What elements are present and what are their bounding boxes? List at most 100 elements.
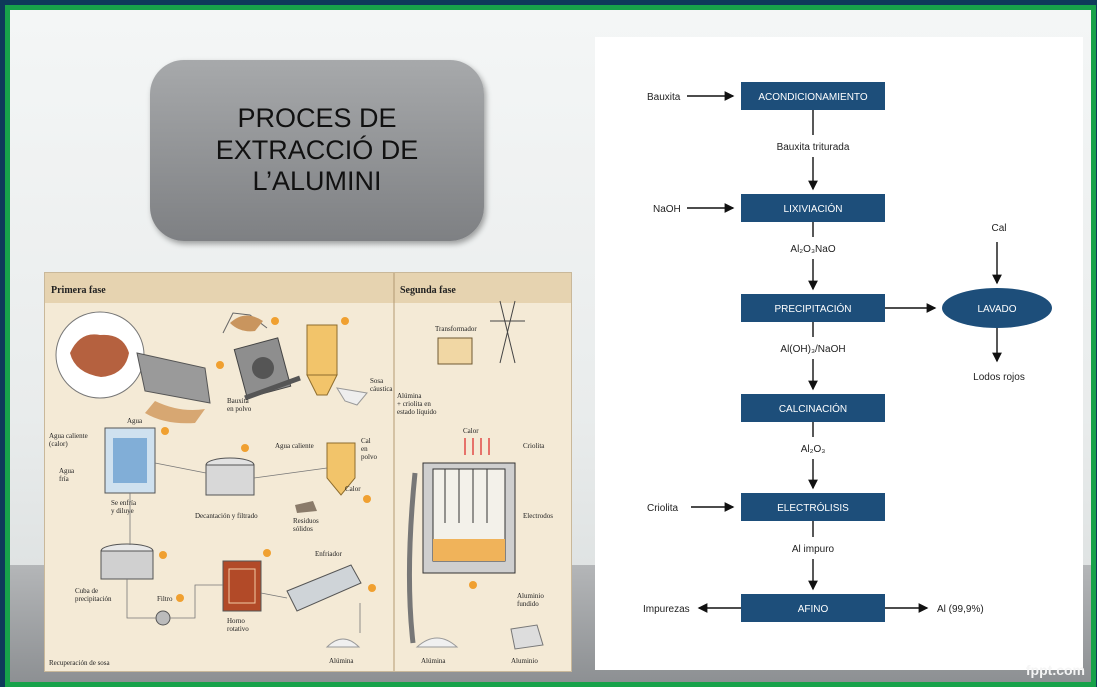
flow-step-6: AFINO xyxy=(741,594,885,622)
power-tower-icon xyxy=(490,300,525,364)
step-marker-5 xyxy=(241,444,249,452)
intermediate-al2o3: Al₂O₃ xyxy=(801,444,826,455)
step-label-afino: AFINO xyxy=(798,604,829,615)
step-label-lixiviacion: LIXIVIACIÓN xyxy=(784,202,843,215)
slide-frame: PROCES DE EXTRACCIÓ DE L’ALUMINI Primera… xyxy=(5,5,1096,687)
rotary-kiln-inner xyxy=(228,568,256,604)
alumina-pile-icon xyxy=(325,638,361,648)
step-marker-2 xyxy=(271,317,279,325)
step-label-electrolisis: ELECTRÓLISIS xyxy=(777,501,849,514)
intermediate-al-impuro: Al impuro xyxy=(792,544,835,555)
label-calor-2: Calor xyxy=(463,427,479,435)
label-alumina-1: Alúmina xyxy=(329,657,354,665)
step-marker-10 xyxy=(368,584,376,592)
label-alumina-2: Alúmina xyxy=(421,657,446,665)
bauxite-pile-icon xyxy=(145,401,205,424)
caustic-soda-pile-icon xyxy=(335,387,368,406)
step-box-acondicionamiento xyxy=(741,82,885,110)
slide-title: PROCES DE EXTRACCIÓ DE L’ALUMINI xyxy=(215,102,419,197)
cooler-icon xyxy=(286,564,362,612)
step-marker-3 xyxy=(341,317,349,325)
alumina-pile-2-icon xyxy=(415,637,459,648)
input-bauxita: Bauxita xyxy=(647,92,681,103)
label-recuperacion: Recuperación de sosa xyxy=(49,659,111,667)
phase1-label: Primera fase xyxy=(51,285,106,296)
flow-step-2: LIXIVIACIÓN xyxy=(741,194,885,222)
transformer-icon xyxy=(437,337,473,365)
label-decantacion: Decantación y filtrado xyxy=(195,512,258,520)
step-marker-9 xyxy=(263,549,271,557)
flow-step-5: ELECTRÓLISIS xyxy=(741,493,885,521)
title-box: PROCES DE EXTRACCIÓ DE L’ALUMINI xyxy=(150,60,484,241)
input-criolita: Criolita xyxy=(647,503,679,514)
step-marker-11 xyxy=(469,581,477,589)
label-criolita: Criolita xyxy=(523,442,545,450)
label-enfriador: Enfriador xyxy=(315,550,342,558)
step-marker-1 xyxy=(216,361,224,369)
step-marker-8 xyxy=(176,594,184,602)
decanter-icon xyxy=(205,464,255,496)
step-box-calcinacion xyxy=(741,394,885,422)
input-cal: Cal xyxy=(991,223,1006,234)
step-box-electrolisis xyxy=(741,493,885,521)
label-aluminio: Aluminio xyxy=(511,657,538,665)
flow-step-4: CALCINACIÓN xyxy=(741,394,885,422)
electrodes-icon xyxy=(444,469,488,523)
label-agua-caliente-calor: Agua caliente(calor) xyxy=(49,432,88,448)
intermediate-al2o3nao: Al₂O₃NaO xyxy=(790,244,835,255)
aluminium-ingot-icon xyxy=(510,624,544,650)
intermediate-bauxita-triturada: Bauxita triturada xyxy=(777,142,850,153)
flowchart-panel: ACONDICIONAMIENTO LIXIVIACIÓN PRECIPITAC… xyxy=(595,37,1083,670)
lime-tank-icon xyxy=(326,442,356,496)
label-agua: Agua xyxy=(127,417,143,425)
precipitation-tank-icon xyxy=(100,550,154,580)
watermark: fppt.com xyxy=(1025,662,1085,678)
step-box-lixiviacion xyxy=(741,194,885,222)
flow-step-3: PRECIPITACIÓN xyxy=(741,294,885,322)
residue-pile-icon xyxy=(295,501,317,513)
silo-icon xyxy=(306,324,338,376)
step-label-precipitacion: PRECIPITACIÓN xyxy=(774,302,851,315)
phase1-flow-lines xyxy=(126,462,361,633)
bauxite-rock-icon xyxy=(70,334,129,377)
ship-icon xyxy=(136,352,211,404)
intermediate-aloh3-naoh: Al(OH)₃/NaOH xyxy=(780,344,845,355)
heat-exchanger-coils xyxy=(113,438,147,483)
step-box-afino xyxy=(741,594,885,622)
label-agua-caliente: Agua caliente xyxy=(275,442,314,450)
flow-step-1: ACONDICIONAMIENTO xyxy=(741,82,885,110)
step-marker-6 xyxy=(363,495,371,503)
phase2-label: Segunda fase xyxy=(400,285,456,296)
phase-header-bar xyxy=(45,273,571,303)
step-label-calcinacion: CALCINACIÓN xyxy=(779,402,847,415)
step-box-precipitacion xyxy=(741,294,885,322)
label-calor: Calor xyxy=(345,485,361,493)
bauxite-pile-small-icon xyxy=(230,315,263,332)
flowchart-svg: ACONDICIONAMIENTO LIXIVIACIÓN PRECIPITAC… xyxy=(643,82,1052,622)
filter-icon xyxy=(155,610,171,626)
molten-aluminium xyxy=(433,539,505,561)
silo-cone-icon xyxy=(306,374,338,396)
heat-arrows-icon xyxy=(464,438,490,455)
label-electrodos: Electrodos xyxy=(523,512,553,520)
lavado-label: LAVADO xyxy=(977,304,1016,315)
lodos-rojos-label: Lodos rojos xyxy=(973,372,1025,383)
step-label-acondicionamiento: ACONDICIONAMIENTO xyxy=(758,92,867,103)
label-transformador: Transformador xyxy=(435,325,477,333)
input-naoh: NaOH xyxy=(653,204,681,215)
label-filtro: Filtro xyxy=(157,595,173,603)
output-al: Al (99,9%) xyxy=(937,604,984,615)
step-marker-7 xyxy=(159,551,167,559)
